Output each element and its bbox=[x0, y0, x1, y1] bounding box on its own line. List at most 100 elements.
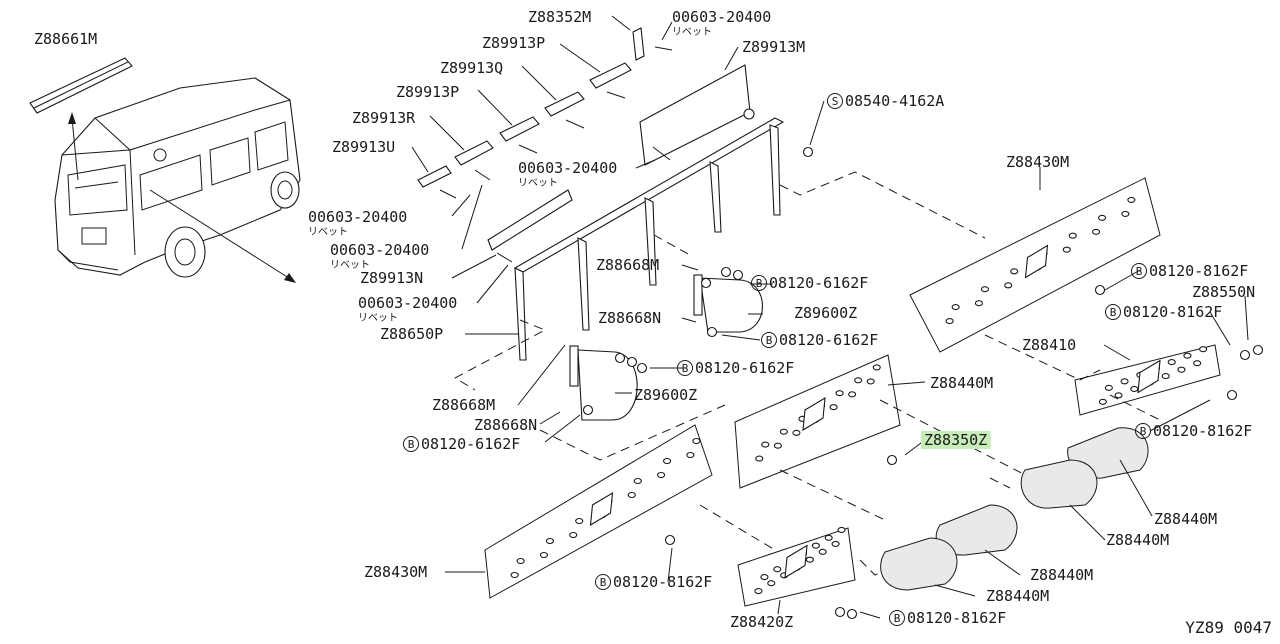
callout-z89913n[interactable]: Z89913N bbox=[360, 269, 423, 287]
washer-icon bbox=[754, 588, 763, 595]
part-number-label[interactable]: Z89913P bbox=[482, 34, 545, 52]
dashed-guides bbox=[453, 171, 1161, 576]
part-number-label[interactable]: 00603-20400 bbox=[308, 208, 407, 226]
callout-z89913p-mid[interactable]: Z89913P bbox=[396, 83, 459, 101]
bolt-icon bbox=[886, 454, 898, 466]
callout-z88668n-1[interactable]: Z88668N bbox=[598, 309, 661, 327]
callout-z89913r[interactable]: Z89913R bbox=[352, 109, 416, 127]
part-number-label[interactable]: Z89913P bbox=[396, 83, 459, 101]
part-number-label[interactable]: 00603-20400 bbox=[330, 241, 429, 259]
callout-z89913q[interactable]: Z89913Q bbox=[440, 59, 503, 77]
part-number-label[interactable]: Z88430M bbox=[364, 563, 427, 581]
washer-icon bbox=[1062, 246, 1071, 253]
callout-z88661m[interactable]: Z88661M bbox=[34, 30, 97, 48]
part-number-label[interactable]: 08120-8162F bbox=[613, 573, 712, 591]
part-number-label[interactable]: Z88668N bbox=[598, 309, 661, 327]
part-number-label[interactable]: Z88668M bbox=[596, 256, 659, 274]
part-number-label[interactable]: 00603-20400 bbox=[358, 294, 457, 312]
part-number-label[interactable]: Z89913N bbox=[360, 269, 423, 287]
washer-icon bbox=[1120, 378, 1129, 385]
part-number-label[interactable]: 00603-20400 bbox=[518, 159, 617, 177]
part-number-label[interactable]: 08120-6162F bbox=[779, 331, 878, 349]
part-number-label[interactable]: Z88650P bbox=[380, 325, 443, 343]
callout-z88668m-2[interactable]: Z88668M bbox=[432, 396, 495, 414]
callout-z88430m-bottom[interactable]: Z88430M bbox=[364, 563, 427, 581]
part-number-label[interactable]: Z89913R bbox=[352, 109, 416, 127]
part-number-label[interactable]: Z88420Z bbox=[730, 613, 793, 631]
part-number-label[interactable]: Z88668M bbox=[432, 396, 495, 414]
prefix-letter: B bbox=[1110, 306, 1117, 319]
callout-z88352m[interactable]: Z88352M bbox=[528, 8, 591, 26]
washer-icon bbox=[1193, 360, 1202, 367]
bolt-icon bbox=[614, 352, 626, 364]
part-number-label[interactable]: Z88350Z bbox=[924, 431, 987, 449]
callout-z88650p[interactable]: Z88650P bbox=[380, 325, 443, 343]
part-number-label[interactable]: 08120-8162F bbox=[907, 609, 1006, 627]
callout-z88440m-3[interactable]: Z88440M bbox=[1106, 531, 1169, 549]
part-number-label[interactable]: 08120-8162F bbox=[1153, 422, 1252, 440]
callout-z88440m-5[interactable]: Z88440M bbox=[986, 587, 1049, 605]
callout-z89913u[interactable]: Z89913U bbox=[332, 138, 395, 156]
callout-z89913m[interactable]: Z89913M bbox=[742, 38, 805, 56]
part-number-label[interactable]: Z88661M bbox=[34, 30, 97, 48]
part-number-label[interactable]: Z88440M bbox=[1154, 510, 1217, 528]
callout-z89600z-1[interactable]: Z89600Z bbox=[794, 304, 857, 322]
part-number-label[interactable]: Z88550N bbox=[1192, 283, 1255, 301]
callout-z88668n-2[interactable]: Z88668N bbox=[474, 416, 537, 434]
callout-z89913p-top[interactable]: Z89913P bbox=[482, 34, 545, 52]
part-number-label[interactable]: Z88410 bbox=[1022, 336, 1076, 354]
washer-icon bbox=[773, 566, 782, 573]
part-number-label[interactable]: 00603-20400 bbox=[672, 8, 771, 26]
callout-z88440m-1[interactable]: Z88440M bbox=[930, 374, 993, 392]
part-number-label[interactable]: 08120-8162F bbox=[1149, 262, 1248, 280]
prefix-circle-icon bbox=[1131, 263, 1147, 279]
callout-z88350z[interactable]: Z88350Z bbox=[921, 431, 991, 449]
part-number-label[interactable]: Z89913M bbox=[742, 38, 805, 56]
prefix-letter: B bbox=[766, 334, 773, 347]
part-number-label[interactable]: 08120-8162F bbox=[1123, 303, 1222, 321]
washer-icon bbox=[848, 391, 857, 398]
callout-z88420z[interactable]: Z88420Z bbox=[730, 613, 793, 631]
part-number-label[interactable]: Z89600Z bbox=[794, 304, 857, 322]
part-number-label[interactable]: 08120-6162F bbox=[695, 359, 794, 377]
part-sub-label: リベット bbox=[308, 226, 348, 238]
callout-z88668m-1[interactable]: Z88668M bbox=[596, 256, 659, 274]
part-number-label[interactable]: Z88440M bbox=[1030, 566, 1093, 584]
washer-icon bbox=[545, 537, 554, 545]
callout-z88410[interactable]: Z88410 bbox=[1022, 336, 1076, 354]
callout-z89600z-2[interactable]: Z89600Z bbox=[634, 386, 697, 404]
callout-z88440m-2[interactable]: Z88440M bbox=[1154, 510, 1217, 528]
part-number-label[interactable]: Z89600Z bbox=[634, 386, 697, 404]
part-number-label[interactable]: Z88668N bbox=[474, 416, 537, 434]
part-number-label[interactable]: 08540-4162A bbox=[845, 92, 944, 110]
part-number-label[interactable]: Z88440M bbox=[986, 587, 1049, 605]
part-number-label[interactable]: 08120-6162F bbox=[421, 435, 520, 453]
callout-bolt-b-3[interactable]: B 08120-8162F bbox=[1105, 303, 1223, 321]
part-number-label[interactable]: 08120-6162F bbox=[769, 274, 868, 292]
part-number-label[interactable]: Z88352M bbox=[528, 8, 591, 26]
part-number-label[interactable]: Z88430M bbox=[1006, 153, 1069, 171]
part-number-label[interactable]: Z88440M bbox=[930, 374, 993, 392]
callout-bolt-b-4[interactable]: B 08120-6162F bbox=[761, 331, 879, 349]
washer-icon bbox=[569, 531, 578, 539]
part-number-label[interactable]: Z88440M bbox=[1106, 531, 1169, 549]
prefix-circle-icon bbox=[403, 436, 419, 452]
callout-z88440m-4[interactable]: Z88440M bbox=[1030, 566, 1093, 584]
callout-z88550n[interactable]: Z88550N bbox=[1192, 283, 1255, 301]
part-number-label[interactable]: Z89913Q bbox=[440, 59, 503, 77]
callout-z88430m-top[interactable]: Z88430M bbox=[1006, 153, 1069, 171]
part-number-label[interactable]: Z89913U bbox=[332, 138, 395, 156]
